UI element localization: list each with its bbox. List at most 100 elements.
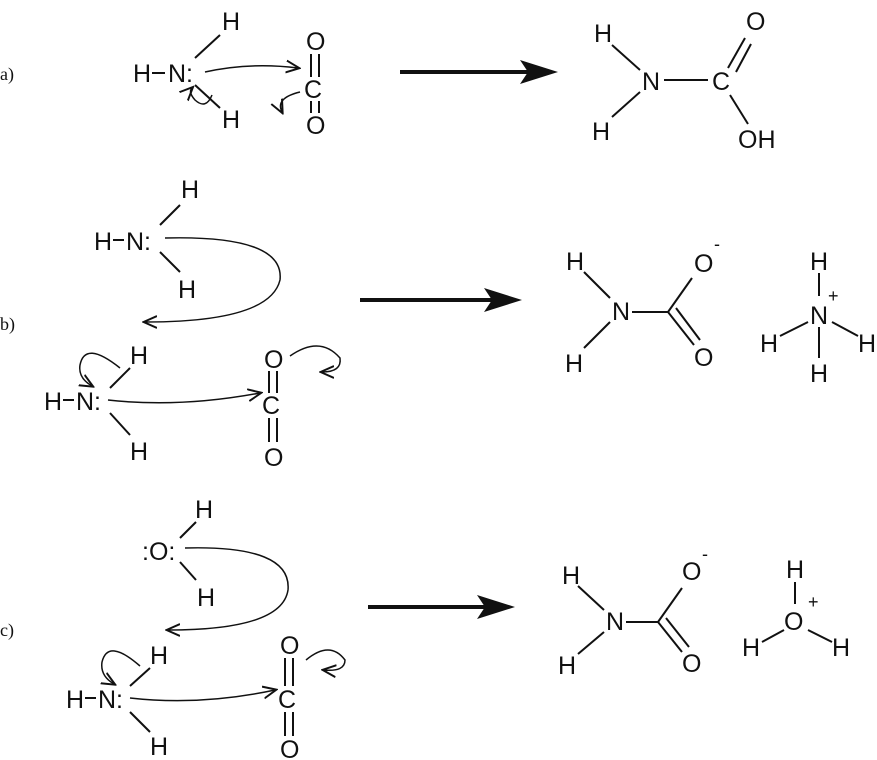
atom: H xyxy=(222,106,240,134)
atom: N: xyxy=(126,228,151,256)
atom: C xyxy=(304,76,322,104)
panel-label-a: a) xyxy=(0,64,14,85)
curved-arrow xyxy=(129,690,275,702)
bond xyxy=(761,629,785,643)
charge-minus: - xyxy=(714,234,720,254)
bond xyxy=(657,621,683,653)
atom: O xyxy=(682,558,701,586)
bond xyxy=(667,277,693,313)
atom: H xyxy=(197,584,215,612)
atom: H xyxy=(150,642,168,670)
bond xyxy=(159,204,181,226)
bond xyxy=(129,667,151,687)
atom: O xyxy=(280,632,299,660)
atom: H xyxy=(810,248,828,276)
atom: H xyxy=(786,556,804,584)
reaction-arrowhead xyxy=(484,288,522,312)
panel-label-b: b) xyxy=(0,314,15,335)
atom: H xyxy=(181,176,199,204)
bond xyxy=(611,44,641,71)
bond xyxy=(831,321,859,337)
atom: H xyxy=(150,733,168,760)
bond xyxy=(779,321,809,337)
reaction-arrowhead xyxy=(477,595,515,619)
atom: OH xyxy=(738,126,776,154)
bond xyxy=(159,251,181,273)
bond xyxy=(665,617,690,648)
atom: H xyxy=(594,20,612,48)
curved-arrow xyxy=(289,345,341,372)
curved-arrow xyxy=(280,91,301,112)
bond xyxy=(657,587,683,623)
curved-arrow xyxy=(107,393,260,404)
bond xyxy=(109,367,131,389)
bond xyxy=(194,84,221,109)
panel-a: a) H H N: H O C O H N C O H OH xyxy=(0,8,776,154)
charge-minus: - xyxy=(702,544,708,564)
atom: H xyxy=(94,228,112,256)
atom: O xyxy=(264,346,283,374)
bond xyxy=(735,43,752,73)
bond xyxy=(675,307,701,341)
atom: N xyxy=(642,68,660,96)
atom: C xyxy=(278,686,296,714)
atom: H xyxy=(742,634,760,662)
panel-label-c: c) xyxy=(0,620,14,641)
bond xyxy=(129,711,151,733)
bond xyxy=(194,34,221,59)
bond xyxy=(179,561,197,581)
reaction-arrowhead xyxy=(520,60,558,84)
atom: O xyxy=(306,112,325,140)
atom: N xyxy=(810,302,828,330)
curved-arrow xyxy=(145,237,281,322)
atom: H xyxy=(760,330,778,358)
bond xyxy=(109,412,131,436)
atom: H xyxy=(832,634,850,662)
atom: H xyxy=(562,562,580,590)
atom: H xyxy=(44,388,62,416)
atom: H xyxy=(558,652,576,680)
atom: H xyxy=(66,686,84,714)
curved-arrow xyxy=(191,88,213,105)
curved-arrow xyxy=(102,650,141,684)
atom: O xyxy=(784,608,803,636)
curved-arrow xyxy=(305,649,346,670)
panel-b: b) H H N: H H H N: H O C O H N O - O H xyxy=(0,176,876,472)
atom: N xyxy=(606,608,624,636)
bond xyxy=(179,521,197,539)
bond xyxy=(611,91,641,118)
bond xyxy=(577,585,605,611)
atom: N: xyxy=(98,686,123,714)
bond xyxy=(667,311,695,346)
bond xyxy=(583,271,611,299)
bond xyxy=(727,37,746,69)
curved-arrow xyxy=(204,66,298,72)
atom: O xyxy=(280,736,299,760)
atom: O xyxy=(694,250,713,278)
atom: H xyxy=(858,330,876,358)
atom: H xyxy=(178,276,196,304)
atom: N: xyxy=(76,388,101,416)
atom: H xyxy=(133,60,151,88)
atom: O xyxy=(306,28,325,56)
atom: N xyxy=(612,298,630,326)
atom: H xyxy=(130,438,148,466)
atom: N: xyxy=(168,60,193,88)
atom: :O: xyxy=(142,538,175,566)
atom: H xyxy=(195,496,213,524)
bond xyxy=(577,631,605,655)
curved-arrow xyxy=(80,352,121,386)
atom: C xyxy=(712,68,730,96)
charge-plus: + xyxy=(828,286,839,306)
charge-plus: + xyxy=(808,592,819,612)
atom: O xyxy=(694,344,713,372)
atom: H xyxy=(592,118,610,146)
bond xyxy=(807,629,833,643)
atom: H xyxy=(222,8,240,36)
atom: O xyxy=(746,8,765,36)
atom: H xyxy=(130,342,148,370)
atom: H xyxy=(810,360,828,388)
curved-arrow xyxy=(168,547,289,630)
panel-c: c) :O: H H H H N: H O C O H N O - O H xyxy=(0,496,850,760)
bond xyxy=(583,321,611,349)
